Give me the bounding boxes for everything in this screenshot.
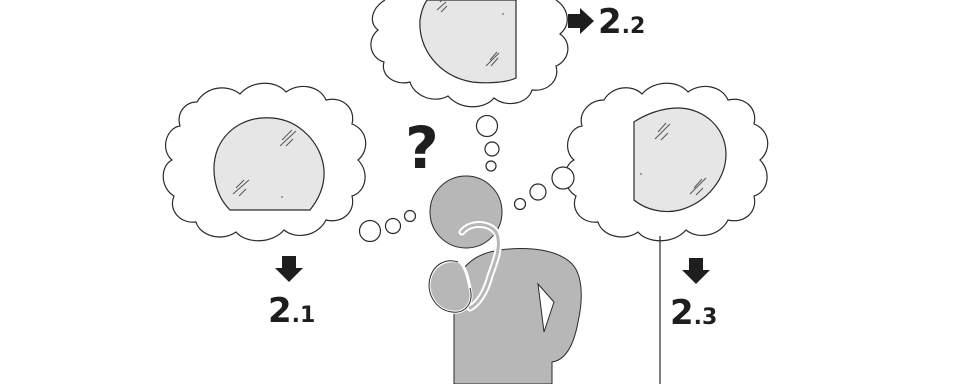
arrow-right-icon bbox=[568, 8, 594, 34]
step-2-2-major: 2 bbox=[598, 2, 622, 42]
svg-text:2.3: 2.3 bbox=[670, 293, 717, 333]
thought-cloud-2-2 bbox=[371, 0, 568, 107]
svg-text:2.2: 2.2 bbox=[598, 2, 645, 42]
thought-cloud-2-1 bbox=[163, 83, 365, 241]
step-2-1-minor: .1 bbox=[292, 303, 316, 328]
arrow-down-icon bbox=[682, 258, 710, 284]
thought-cloud-2-3 bbox=[565, 83, 767, 384]
step-2-3-major: 2 bbox=[670, 293, 694, 333]
question-mark: ? bbox=[405, 114, 439, 182]
person-fist bbox=[429, 261, 471, 312]
step-2-2-minor: .2 bbox=[622, 14, 646, 39]
person-head bbox=[430, 176, 502, 248]
arrow-down-icon bbox=[275, 256, 303, 282]
step-2-1: 2.1 bbox=[268, 256, 315, 331]
step-2-2: 2.2 bbox=[568, 2, 645, 42]
thinking-person bbox=[429, 176, 581, 384]
svg-text:2.1: 2.1 bbox=[268, 291, 315, 331]
person-torso bbox=[454, 249, 581, 384]
step-2-1-major: 2 bbox=[268, 291, 292, 331]
step-2-3-minor: .3 bbox=[694, 305, 718, 330]
step-2-3: 2.3 bbox=[670, 258, 717, 333]
